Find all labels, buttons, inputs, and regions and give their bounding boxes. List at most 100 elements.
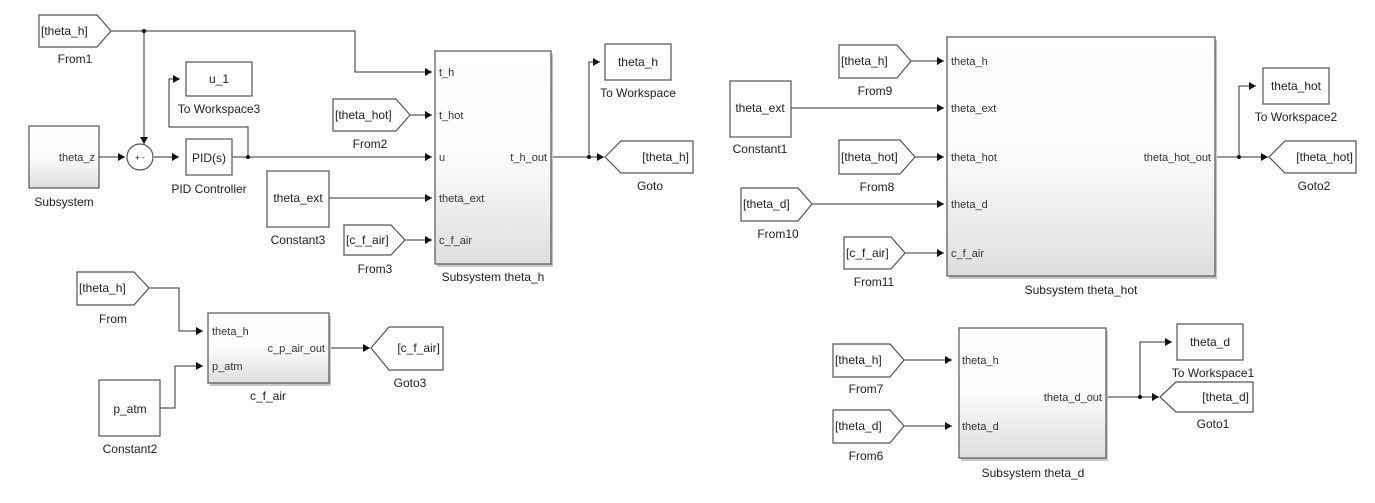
subsystem-theta-d-block[interactable]: theta_h theta_d theta_d_out Subsystem th… bbox=[958, 327, 1108, 480]
from8-tag: [theta_hot] bbox=[841, 150, 898, 164]
constant2-value: p_atm bbox=[113, 402, 146, 416]
sum-signs: + - bbox=[135, 153, 145, 162]
subsystem-theta-h-port-in: t_hot bbox=[439, 110, 463, 122]
goto3-label: Goto3 bbox=[394, 376, 427, 390]
constant2-block[interactable]: p_atm Constant2 bbox=[98, 379, 161, 456]
from9-tag: [theta_h] bbox=[841, 54, 888, 68]
subsystem-theta-hot-label: Subsystem theta_hot bbox=[1025, 283, 1138, 297]
subsystem-theta-h-port-in: u bbox=[439, 152, 445, 164]
arrowheads bbox=[118, 57, 1268, 430]
from7-block[interactable]: [theta_h] From7 bbox=[832, 343, 905, 396]
wire-const2-to-p-atm[interactable] bbox=[160, 365, 203, 409]
from8-label: From8 bbox=[860, 180, 895, 194]
from3-label: From3 bbox=[358, 262, 393, 276]
subsystem-theta-hot-port-in: theta_hot bbox=[951, 152, 997, 164]
pid-controller-block[interactable]: PID(s) PID Controller bbox=[171, 138, 247, 196]
constant3-block[interactable]: theta_ext Constant3 bbox=[266, 170, 330, 247]
subsystem-theta-d-port-in: theta_d bbox=[962, 421, 999, 433]
constant2-label: Constant2 bbox=[103, 442, 158, 456]
from6-block[interactable]: [theta_d] From6 bbox=[832, 409, 905, 463]
from11-label: From11 bbox=[854, 275, 895, 289]
to-workspace2-block[interactable]: theta_hot To Workspace2 bbox=[1255, 67, 1338, 124]
goto3-block[interactable]: [c_f_air] Goto3 bbox=[370, 326, 444, 390]
wire-theta-d-out-to-tows1[interactable] bbox=[1139, 341, 1172, 397]
subsystem-theta-h-block[interactable]: t_h t_hot u theta_ext c_f_air t_h_out Su… bbox=[434, 50, 553, 284]
to-workspace1-label: To Workspace1 bbox=[1172, 366, 1255, 380]
goto3-tag: [c_f_air] bbox=[397, 341, 440, 355]
subsystem-theta-hot-port-out: theta_hot_out bbox=[1144, 152, 1211, 164]
constant1-value: theta_ext bbox=[735, 101, 785, 115]
subsystem-theta-d-port-in: theta_h bbox=[962, 355, 999, 367]
pid-controller-label: PID Controller bbox=[171, 182, 246, 196]
to-workspace3-label: To Workspace3 bbox=[178, 102, 261, 116]
goto-tag: [theta_h] bbox=[642, 150, 689, 164]
subsystem-theta-d-label: Subsystem theta_d bbox=[982, 466, 1085, 480]
subsystem-theta-hot-port-in: theta_h bbox=[951, 56, 988, 68]
from10-tag: [theta_d] bbox=[743, 197, 790, 211]
subsystem-block[interactable]: theta_z Subsystem bbox=[28, 125, 100, 209]
wire-theta-hot-out-to-tows2[interactable] bbox=[1238, 85, 1256, 157]
from1-block[interactable]: [theta_h] From1 bbox=[38, 14, 112, 66]
goto1-block[interactable]: [theta_d] Goto1 bbox=[1159, 381, 1254, 431]
from7-label: From7 bbox=[849, 382, 884, 396]
from6-tag: [theta_d] bbox=[835, 419, 882, 433]
constant3-value: theta_ext bbox=[273, 191, 323, 205]
from1-tag: [theta_h] bbox=[41, 24, 88, 38]
wire-from-to-cfair-theta-h[interactable] bbox=[149, 287, 203, 332]
wire-pid-to-tows3[interactable] bbox=[168, 78, 249, 157]
from10-block[interactable]: [theta_d] From10 bbox=[740, 187, 813, 241]
subsystem-theta-h-label: Subsystem theta_h bbox=[442, 270, 545, 284]
from10-label: From10 bbox=[757, 227, 799, 241]
to-workspace1-var: theta_d bbox=[1190, 335, 1230, 349]
from2-label: From2 bbox=[353, 137, 388, 151]
subsystem-theta-h-port-in: theta_ext bbox=[439, 193, 484, 205]
constant3-label: Constant3 bbox=[271, 233, 326, 247]
from6-label: From6 bbox=[849, 449, 884, 463]
from3-block[interactable]: [c_f_air] From3 bbox=[343, 224, 406, 276]
from2-block[interactable]: [theta_hot] From2 bbox=[332, 98, 411, 151]
to-workspace2-label: To Workspace2 bbox=[1255, 110, 1338, 124]
to-workspace-block[interactable]: theta_h To Workspace bbox=[600, 43, 676, 100]
from7-tag: [theta_h] bbox=[835, 353, 882, 367]
goto2-block[interactable]: [theta_hot] Goto2 bbox=[1268, 140, 1357, 193]
constant1-block[interactable]: theta_ext Constant1 bbox=[729, 80, 792, 156]
wire-from1-to-t-h[interactable] bbox=[111, 30, 432, 73]
to-workspace-var: theta_h bbox=[618, 55, 658, 69]
c-f-air-label: c_f_air bbox=[250, 389, 286, 403]
c-f-air-subsystem-block[interactable]: theta_h p_atm c_p_air_out c_f_air bbox=[207, 312, 331, 403]
from2-tag: [theta_hot] bbox=[335, 108, 392, 122]
c-f-air-port-in: p_atm bbox=[212, 361, 243, 373]
to-workspace2-var: theta_hot bbox=[1271, 79, 1322, 93]
goto1-label: Goto1 bbox=[1197, 417, 1230, 431]
branch-points bbox=[142, 29, 1241, 399]
subsystem-theta-hot-port-in: theta_d bbox=[951, 199, 988, 211]
to-workspace3-block[interactable]: u_1 To Workspace3 bbox=[178, 61, 261, 116]
from-tag: [theta_h] bbox=[79, 281, 126, 295]
from9-label: From9 bbox=[858, 84, 893, 98]
subsystem-theta-h-port-out: t_h_out bbox=[510, 152, 547, 164]
goto1-tag: [theta_d] bbox=[1202, 390, 1249, 404]
to-workspace3-var: u_1 bbox=[209, 72, 229, 86]
subsystem-theta-hot-port-in: c_f_air bbox=[951, 248, 984, 260]
from8-block[interactable]: [theta_hot] From8 bbox=[838, 139, 916, 194]
constant1-label: Constant1 bbox=[733, 142, 788, 156]
from-block[interactable]: [theta_h] From bbox=[76, 271, 150, 326]
subsystem-theta-h-port-in: c_f_air bbox=[439, 235, 472, 247]
from-label: From bbox=[99, 312, 127, 326]
from9-block[interactable]: [theta_h] From9 bbox=[838, 44, 912, 98]
wire-t-h-out-to-tows[interactable] bbox=[588, 61, 600, 157]
subsystem-port-out: theta_z bbox=[59, 152, 95, 164]
goto-block[interactable]: [theta_h] Goto bbox=[604, 140, 694, 193]
subsystem-theta-d-port-out: theta_d_out bbox=[1044, 392, 1102, 404]
c-f-air-port-out: c_p_air_out bbox=[268, 343, 326, 355]
sum-block[interactable]: + - bbox=[126, 143, 154, 171]
from3-tag: [c_f_air] bbox=[346, 233, 389, 247]
subsystem-theta-hot-block[interactable]: theta_h theta_ext theta_hot theta_d c_f_… bbox=[946, 36, 1217, 297]
to-workspace1-block[interactable]: theta_d To Workspace1 bbox=[1172, 323, 1255, 380]
pid-controller-text: PID(s) bbox=[192, 151, 226, 165]
from11-block[interactable]: [c_f_air] From11 bbox=[843, 236, 906, 289]
subsystem-theta-h-port-in: t_h bbox=[439, 67, 454, 79]
subsystem-theta-hot-port-in: theta_ext bbox=[951, 103, 996, 115]
goto2-label: Goto2 bbox=[1298, 179, 1331, 193]
